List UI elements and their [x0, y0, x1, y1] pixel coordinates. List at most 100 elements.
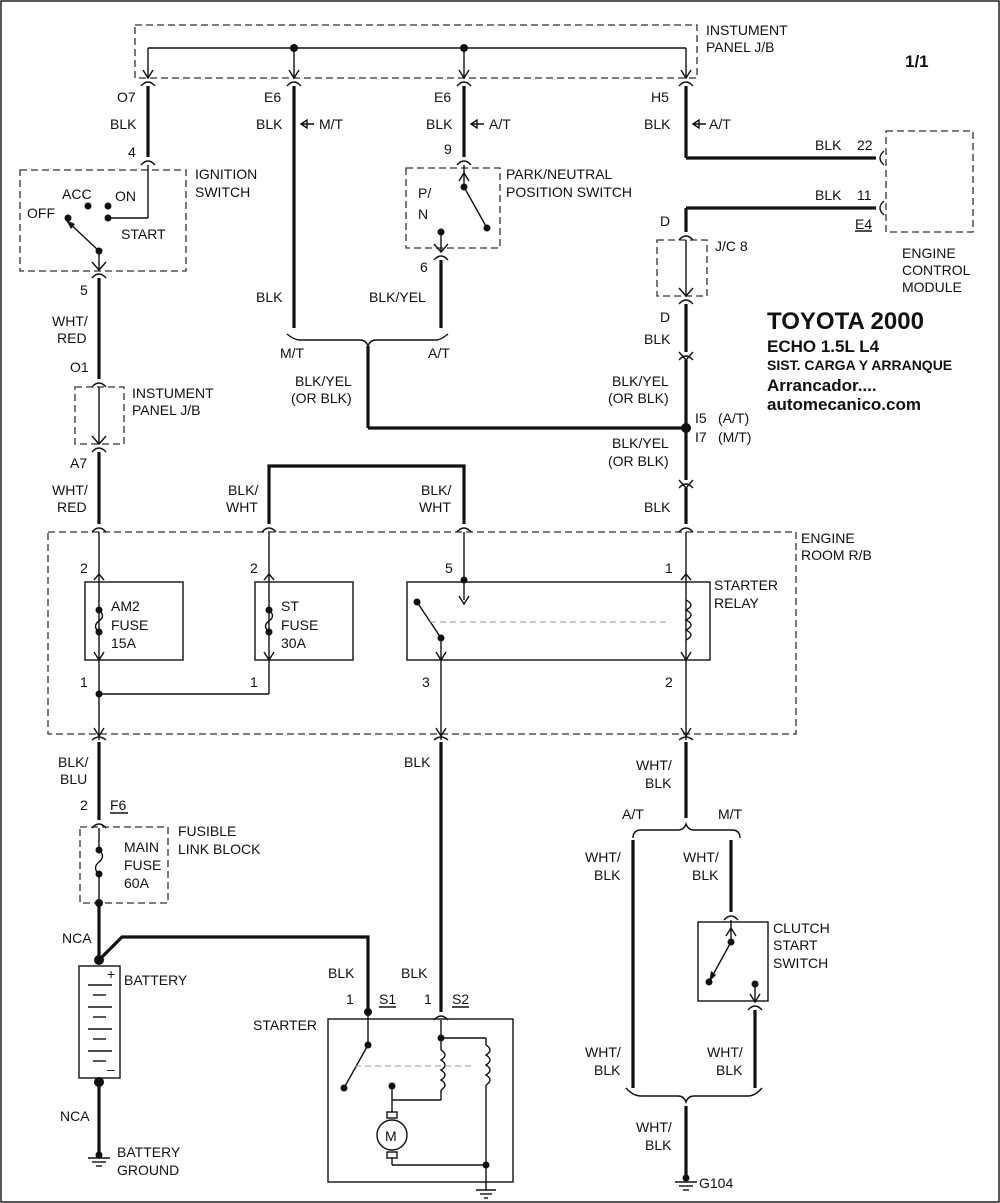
- pin-5: 5: [80, 282, 88, 298]
- splice-i7: I7: [695, 429, 707, 445]
- wire-label-blkyel-left-2: (OR BLK): [291, 390, 352, 406]
- wire-label-whtblk-at-1: WHT/: [585, 849, 621, 865]
- connector-f6: F6: [110, 797, 127, 813]
- wire-label-blkwht-2b: WHT: [419, 499, 451, 515]
- title-line-2: ECHO 1.5L L4: [767, 337, 880, 356]
- clutch-label-1: CLUTCH: [773, 920, 830, 936]
- wire-label-blk-22: BLK: [815, 137, 842, 153]
- wire-label-blk-s1: BLK: [328, 965, 355, 981]
- connector-d-top: D: [660, 213, 670, 229]
- battery-label: BATTERY: [124, 972, 188, 988]
- wire-label-blk-s2: BLK: [404, 754, 431, 770]
- ignition-off: OFF: [27, 205, 55, 221]
- engine-room-label-1: ENGINE: [801, 530, 855, 546]
- junction-connector-8: J/C 8: [656, 235, 748, 305]
- connector-s1: S1: [379, 991, 396, 1007]
- park-neutral-label-2: POSITION SWITCH: [506, 184, 632, 200]
- splice-i5-note: (A/T): [718, 410, 749, 426]
- battery-ground-symbol: [88, 1151, 110, 1167]
- wire-label-blkyel-left-1: BLK/YEL: [295, 373, 352, 389]
- wire-label-blk-mt-vert: BLK: [256, 289, 283, 305]
- inline-connector-2: [678, 479, 694, 490]
- split-label-at: A/T: [428, 345, 450, 361]
- jc8-label: J/C 8: [715, 238, 748, 254]
- wire-label-whtred-1a: WHT/: [52, 313, 88, 329]
- split-label-mt: M/T: [280, 345, 305, 361]
- pin-s1: 1: [346, 991, 354, 1007]
- title-line-4: Arrancador....: [767, 376, 877, 395]
- ignition-switch-label-2: SWITCH: [195, 184, 250, 200]
- title-block: TOYOTA 2000 ECHO 1.5L L4 SIST. CARGA Y A…: [767, 308, 952, 414]
- wire-label-blkwht-1b: WHT: [226, 499, 258, 515]
- connector-e6-b: E6: [434, 89, 451, 105]
- option-brace-bottom: [625, 1087, 763, 1105]
- pin-am2-top: 2: [80, 560, 88, 576]
- engine-room-label-2: ROOM R/B: [801, 547, 872, 563]
- wire-label-blkyel-right2-1: BLK/YEL: [612, 435, 669, 451]
- pin-relay-1: 1: [665, 560, 673, 576]
- wire-label-nca-bot: NCA: [60, 1108, 90, 1124]
- wire-label-blkblu-2: BLU: [60, 771, 87, 787]
- fusible-link-label-2: LINK BLOCK: [178, 841, 261, 857]
- instrument-panel-top-label-2: PANEL J/B: [706, 39, 774, 55]
- st-label-3: 30A: [281, 635, 307, 651]
- ecm-label-2: CONTROL: [902, 262, 971, 278]
- wire-label-at-arrow: A/T: [489, 116, 511, 132]
- ignition-acc: ACC: [62, 186, 92, 202]
- connector-d-bottom: D: [660, 309, 670, 325]
- wire-label-blk-relay1: BLK: [644, 499, 671, 515]
- pin-relay-2: 2: [665, 674, 673, 690]
- am2-label-2: FUSE: [111, 617, 148, 633]
- pin-6: 6: [420, 259, 428, 275]
- wire-label-blkwht-1a: BLK/: [228, 482, 258, 498]
- ignition-switch: ACC ON OFF START IGNITION SWITCH: [19, 160, 257, 279]
- wire-label-at-arrow-2: A/T: [709, 116, 731, 132]
- splice-point: [681, 423, 691, 433]
- main-fuse-label-3: 60A: [124, 875, 150, 891]
- main-fuse-label-2: FUSE: [124, 857, 161, 873]
- starter-label: STARTER: [253, 1017, 317, 1033]
- wire-label-nca-top: NCA: [62, 930, 92, 946]
- pin-22: 22: [857, 137, 873, 153]
- clutch-label-2: START: [773, 937, 818, 953]
- instrument-panel-top-label-1: INSTUMENT: [706, 22, 788, 38]
- instrument-panel-mid-label-1: INSTUMENT: [132, 385, 214, 401]
- pin-s2: 1: [424, 991, 432, 1007]
- inline-connector-1: [678, 351, 694, 362]
- wire-label-whtblk-mt-2: BLK: [692, 867, 719, 883]
- ecm-label-1: ENGINE: [902, 245, 956, 261]
- clutch-label-3: SWITCH: [773, 955, 828, 971]
- pin-11: 11: [857, 187, 872, 203]
- wire-label-whtblk-at-low-1: WHT/: [585, 1044, 621, 1060]
- wire-label-blkblu-1: BLK/: [58, 754, 88, 770]
- battery-plus: +: [107, 966, 115, 982]
- split-label-mt-2: M/T: [718, 806, 743, 822]
- ecm-label-3: MODULE: [902, 279, 962, 295]
- ignition-on: ON: [115, 188, 136, 204]
- title-line-1: TOYOTA 2000: [767, 308, 924, 335]
- wire-label-whtred-2a: WHT/: [52, 482, 88, 498]
- pin-st-bot: 1: [250, 674, 258, 690]
- wire-label-whtblk-mt-low-1: WHT/: [707, 1044, 743, 1060]
- am2-label-1: AM2: [111, 598, 140, 614]
- wire-label-blk-11: BLK: [815, 187, 842, 203]
- battery-ground-label-1: BATTERY: [117, 1144, 181, 1160]
- wire-battery-to-starter: [97, 935, 370, 1010]
- wire-label-blk-s2-low: BLK: [401, 965, 428, 981]
- ignition-switch-label-1: IGNITION: [195, 166, 257, 182]
- park-neutral-label-1: PARK/NEUTRAL: [506, 166, 613, 182]
- connector-o7: O7: [117, 89, 136, 105]
- wire-label-whtblk-mt-1: WHT/: [683, 849, 719, 865]
- pin-4: 4: [128, 144, 136, 160]
- pn-label-1: P/: [418, 185, 431, 201]
- st-label-2: FUSE: [281, 617, 318, 633]
- wire-label-blkyel-right1-2: (OR BLK): [608, 390, 669, 406]
- splice-i5: I5: [695, 410, 707, 426]
- title-line-3: SIST. CARGA Y ARRANQUE: [767, 357, 952, 373]
- engine-control-module: ENGINE CONTROL MODULE: [879, 130, 974, 295]
- pn-label-2: N: [418, 206, 428, 222]
- wire-label-blk-e6a: BLK: [256, 116, 283, 132]
